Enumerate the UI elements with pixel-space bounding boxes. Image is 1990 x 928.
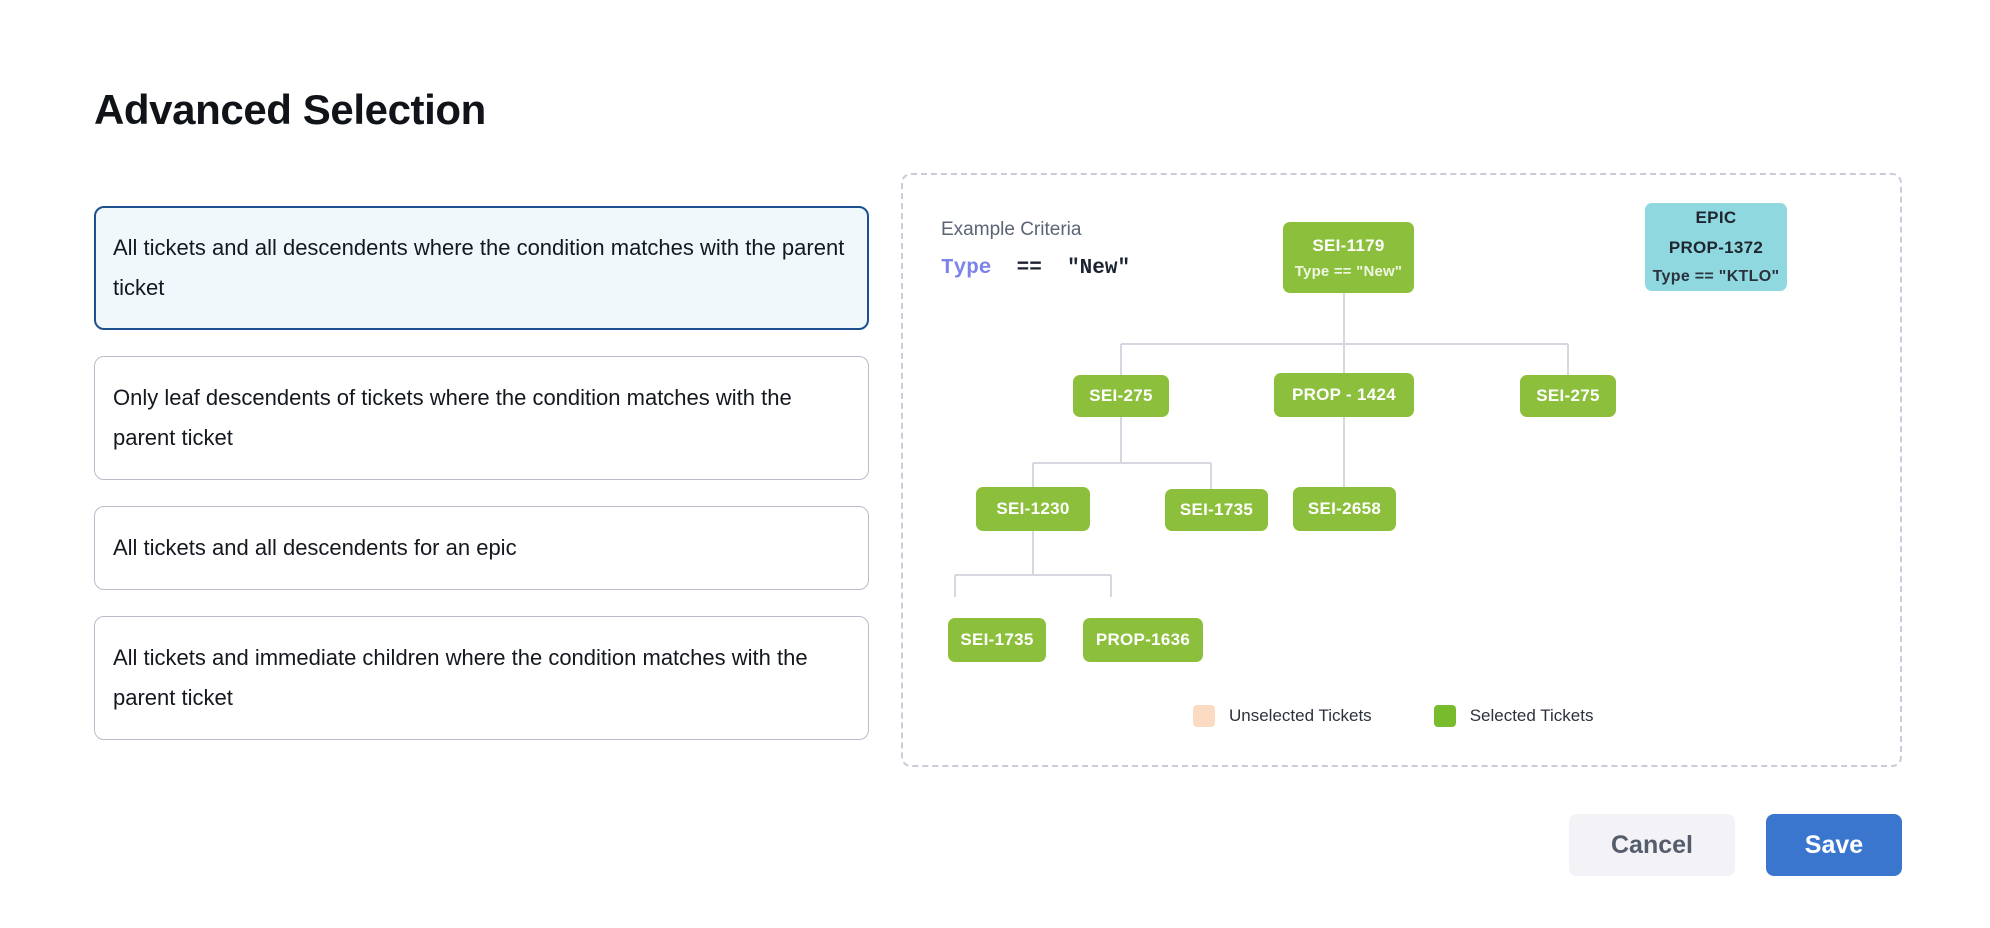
node-ticket-id: PROP-1636	[1095, 630, 1191, 649]
node-ticket-id: SEI-1735	[1179, 500, 1254, 519]
node-ticket-id: SEI-1179	[1312, 235, 1385, 255]
diagram-node-sei-1735-mid[interactable]: SEI-1735	[1165, 489, 1268, 531]
criteria-value: "New"	[1067, 257, 1131, 280]
legend-item-unselected: Unselected Tickets	[1193, 705, 1372, 727]
diagram-node-sei-275-left[interactable]: SEI-275	[1073, 375, 1169, 417]
criteria-label: Example Criteria	[941, 219, 1082, 240]
option-label: All tickets and all descendents where th…	[113, 235, 845, 300]
dialog-footer: Cancel Save	[1569, 814, 1902, 876]
unselected-color-swatch	[1193, 705, 1215, 727]
node-ticket-id: SEI-275	[1089, 386, 1153, 405]
example-diagram-panel: Example Criteria Type == "New"	[901, 173, 1902, 767]
epic-ticket-id: PROP-1372	[1668, 238, 1764, 257]
node-condition: Type == "New"	[1294, 262, 1403, 280]
selection-options-list: All tickets and all descendents where th…	[94, 206, 869, 766]
legend-label: Selected Tickets	[1469, 706, 1594, 725]
save-button[interactable]: Save	[1766, 814, 1902, 876]
option-label: All tickets and all descendents for an e…	[113, 535, 517, 560]
epic-condition: Type == "KTLO"	[1652, 268, 1780, 285]
cancel-button[interactable]: Cancel	[1569, 814, 1735, 876]
diagram-legend: Unselected Tickets Selected Tickets	[1193, 705, 1593, 727]
epic-label: EPIC	[1695, 208, 1737, 227]
diagram-node-sei-275-right[interactable]: SEI-275	[1520, 375, 1616, 417]
selected-color-swatch	[1433, 705, 1456, 727]
criteria-keyword: Type	[941, 257, 992, 280]
page-title: Advanced Selection	[94, 86, 486, 134]
diagram-node-sei-1230[interactable]: SEI-1230	[976, 487, 1090, 531]
node-ticket-id: SEI-2658	[1307, 499, 1382, 518]
criteria-expression: Type == "New"	[941, 257, 1130, 280]
node-ticket-id: SEI-1735	[960, 630, 1034, 649]
legend-label: Unselected Tickets	[1229, 706, 1372, 725]
option-leaf-descendents-condition[interactable]: Only leaf descendents of tickets where t…	[94, 356, 869, 480]
criteria-operator: ==	[1016, 257, 1042, 280]
diagram-node-root[interactable]: SEI-1179 Type == "New"	[1283, 222, 1414, 293]
option-label: All tickets and immediate children where…	[113, 645, 808, 710]
option-immediate-children-condition[interactable]: All tickets and immediate children where…	[94, 616, 869, 740]
diagram-node-epic[interactable]: EPIC PROP-1372 Type == "KTLO"	[1645, 203, 1787, 291]
diagram-node-prop-1636[interactable]: PROP-1636	[1083, 618, 1203, 662]
diagram-node-sei-1735-leaf[interactable]: SEI-1735	[948, 618, 1046, 662]
node-ticket-id: SEI-1230	[996, 499, 1070, 518]
option-all-descendents-epic[interactable]: All tickets and all descendents for an e…	[94, 506, 869, 590]
diagram-node-prop-1424[interactable]: PROP - 1424	[1274, 373, 1414, 417]
option-label: Only leaf descendents of tickets where t…	[113, 385, 792, 450]
option-all-descendents-condition[interactable]: All tickets and all descendents where th…	[94, 206, 869, 330]
node-ticket-id: PROP - 1424	[1291, 385, 1397, 404]
legend-item-selected: Selected Tickets	[1433, 705, 1594, 727]
node-ticket-id: SEI-275	[1536, 386, 1600, 405]
diagram-node-sei-2658[interactable]: SEI-2658	[1293, 487, 1396, 531]
